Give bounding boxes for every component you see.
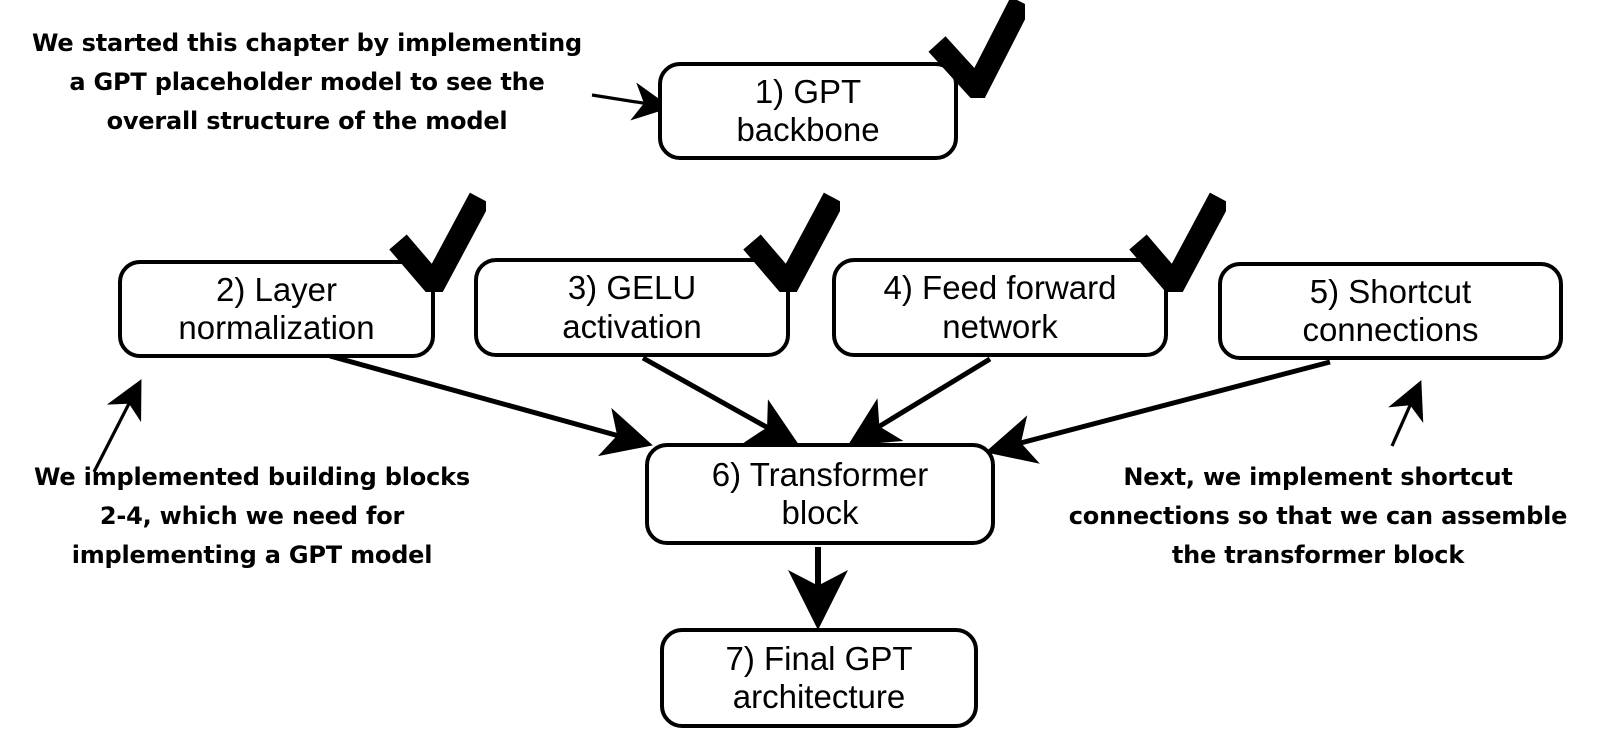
arrow-gelu-activation-to-transformer-block: [641, 355, 800, 446]
arrow-caption-to-gpt-backbone: [591, 82, 672, 121]
node-final-gpt-architecture-line1: 7) Final GPT: [725, 639, 913, 677]
caption-gpt-backbone: We started this chapter by implementing …: [22, 24, 592, 141]
caption-shortcut-connections-line-3: the transformer block: [1171, 540, 1465, 569]
node-shortcut-connections[interactable]: 5) Shortcut connections: [1218, 262, 1563, 360]
node-final-gpt-architecture[interactable]: 7) Final GPT architecture: [660, 628, 978, 728]
caption-shortcut-connections-line-1: Next, we implement shortcut: [1123, 463, 1513, 491]
caption-building-blocks-line-2: 2-4, which we need for: [99, 501, 405, 530]
node-shortcut-connections-line1: 5) Shortcut: [1309, 272, 1472, 310]
caption-shortcut-connections-line-2: connections so that we can assemble: [1068, 501, 1568, 530]
caption-shortcut-connections: Next, we implement shortcut connections …: [1058, 458, 1578, 575]
caption-gpt-backbone-line-2: a GPT placeholder model to see the: [69, 67, 545, 96]
caption-gpt-backbone-line-1: We started this chapter by implementing: [31, 29, 582, 57]
arrow-feed-forward-network-to-transformer-block: [847, 356, 992, 446]
node-transformer-block-line1: 6) Transformer: [711, 455, 929, 493]
node-gelu-activation-line2: activation: [562, 307, 702, 345]
caption-building-blocks-line-1: We implemented building blocks: [34, 463, 470, 491]
node-transformer-block[interactable]: 6) Transformer block: [645, 443, 995, 545]
node-layer-normalization[interactable]: 2) Layer normalization: [118, 260, 435, 358]
node-feed-forward-network-line1: 4) Feed forward: [883, 269, 1117, 307]
node-layer-normalization-line2: normalization: [178, 309, 375, 346]
node-gpt-backbone[interactable]: 1) GPT backbone: [658, 62, 958, 160]
node-transformer-block-line2: block: [781, 494, 859, 531]
caption-building-blocks-line-3: implementing a GPT model: [71, 540, 433, 569]
caption-gpt-backbone-line-3: overall structure of the model: [106, 106, 508, 135]
node-gpt-backbone-line2: backbone: [736, 111, 880, 148]
node-feed-forward-network[interactable]: 4) Feed forward network: [832, 258, 1168, 357]
caption-building-blocks: We implemented building blocks 2-4, whic…: [32, 458, 472, 575]
arrow-caption-to-shortcut-connections: [1388, 380, 1424, 447]
node-gelu-activation[interactable]: 3) GELU activation: [474, 258, 790, 357]
node-final-gpt-architecture-line2: architecture: [732, 678, 906, 715]
node-gelu-activation-line1: 3) GELU: [567, 269, 697, 307]
node-shortcut-connections-line2: connections: [1302, 311, 1479, 348]
node-layer-normalization-line1: 2) Layer: [215, 270, 338, 308]
arrow-layer-normalization-to-transformer-block: [329, 353, 653, 457]
arrow-shortcut-connections-to-transformer-block: [985, 359, 1331, 464]
node-feed-forward-network-line2: network: [942, 307, 1058, 345]
node-gpt-backbone-line1: 1) GPT: [754, 72, 862, 110]
